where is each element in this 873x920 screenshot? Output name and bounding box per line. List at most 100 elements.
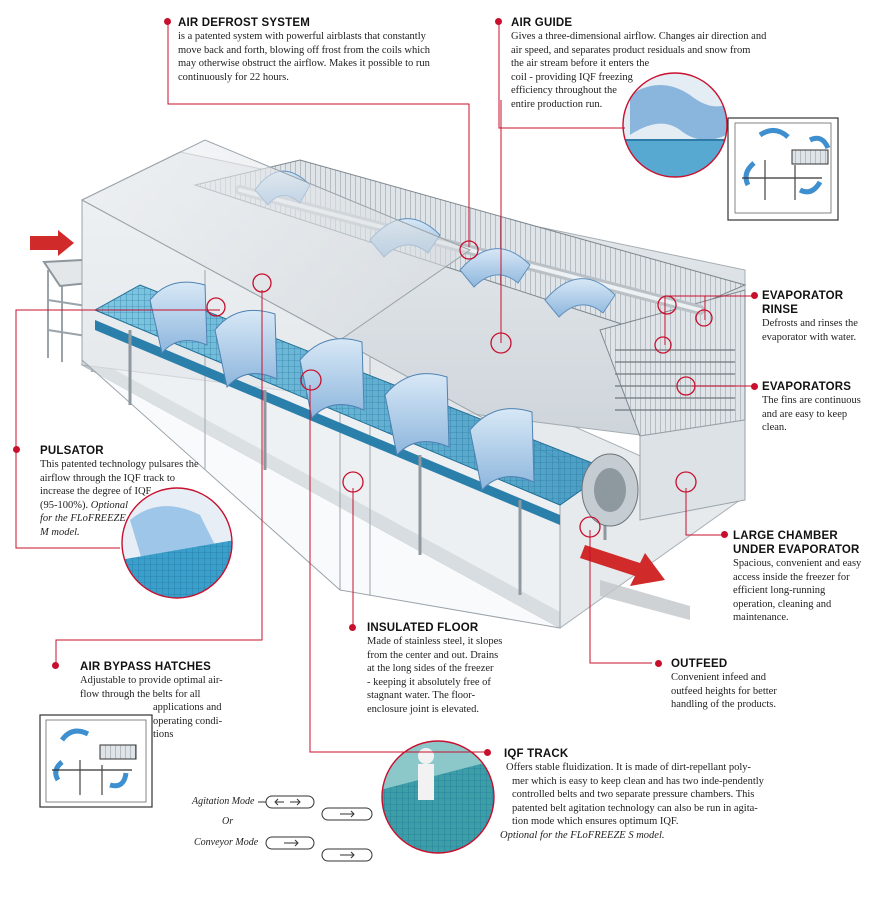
pulsator-dot bbox=[13, 446, 20, 453]
evaporator-rinse-description: Defrosts and rinses the evaporator with … bbox=[762, 317, 872, 344]
iqf-track-title: IQF TRACK bbox=[504, 748, 569, 760]
iqf-track-line: Offers stable fluidization. It is made o… bbox=[506, 762, 752, 773]
air-bypass-callout: AIR BYPASS HATCHES Adjustable to provide… bbox=[80, 660, 260, 742]
evaporator-rinse-title-line: RINSE bbox=[762, 304, 799, 316]
iqf-track-line: tion mode which ensures optimum IQF. bbox=[512, 816, 679, 828]
evaporator-rinse-title-line: EVAPORATOR bbox=[762, 290, 844, 302]
evaporators-line: clean. bbox=[762, 422, 787, 434]
outfeed-dot bbox=[655, 660, 662, 667]
pulsator-line: airflow through the IQF track to bbox=[40, 472, 176, 484]
pulsator-optional: M model. bbox=[40, 526, 80, 538]
air-defrost-line: may otherwise obstruct the airflow. Make… bbox=[178, 58, 430, 70]
large-chamber-description: Spacious, convenient and easy access ins… bbox=[733, 557, 873, 625]
conveyor-mode-diagram bbox=[265, 836, 373, 862]
outfeed-title: OUTFEED bbox=[671, 658, 728, 670]
evaporators-title: EVAPORATORS bbox=[762, 381, 852, 393]
insulated-floor-callout: INSULATED FLOOR Made of stainless steel,… bbox=[367, 621, 517, 717]
iqf-track-dot bbox=[484, 749, 491, 756]
insulated-floor-dot bbox=[349, 624, 356, 631]
outfeed-arrow bbox=[580, 545, 690, 620]
iqf-track-optional: Optional for the FLoFREEZE S model. bbox=[500, 829, 665, 841]
evaporator-rinse-callout: EVAPORATOR RINSE Defrosts and rinses the… bbox=[762, 289, 872, 344]
air-bypass-cross-section bbox=[39, 714, 153, 808]
outfeed-callout: OUTFEED Convenient infeed and outfeed he… bbox=[671, 657, 811, 712]
air-guide-callout: AIR GUIDE Gives a three-dimensional airf… bbox=[511, 16, 791, 112]
air-bypass-line: operating condi- bbox=[153, 715, 223, 727]
air-guide-line: coil - providing IQF freezing bbox=[511, 71, 633, 83]
insulated-floor-title: INSULATED FLOOR bbox=[367, 622, 479, 634]
large-chamber-line: efficient long-running bbox=[733, 585, 826, 597]
pulsator-line: This patented technology pulsares the bbox=[40, 459, 199, 470]
air-guide-line: efficiency throughout the bbox=[511, 85, 617, 97]
air-guide-line: air speed, and separates product residua… bbox=[511, 44, 751, 56]
large-chamber-line: maintenance. bbox=[733, 612, 789, 624]
support-posts bbox=[128, 330, 607, 595]
evaporator-rinse-line: evaporator with water. bbox=[762, 331, 857, 343]
insulated-floor-line: from the center and out. Drains bbox=[367, 649, 499, 661]
evaporators-line: The fins are continuous bbox=[762, 395, 861, 406]
air-bypass-line: flow through the belts for all bbox=[80, 688, 201, 700]
evaporators-dot bbox=[751, 383, 758, 390]
mode-or-label: Or bbox=[222, 816, 234, 827]
large-chamber-panel bbox=[639, 419, 746, 521]
insulated-floor-line: - keeping it absolutely free of bbox=[367, 676, 491, 688]
pulsator-description: This patented technology pulsares the ai… bbox=[40, 458, 210, 540]
callout-markers bbox=[206, 240, 713, 538]
air-defrost-line: is a patented system with powerful airbl… bbox=[178, 31, 426, 42]
iqf-track-callout: IQF TRACK Offers stable fluidization. It… bbox=[500, 747, 790, 843]
insulated-floor-line: Made of stainless steel, it slopes bbox=[367, 636, 503, 647]
air-defrost-dot bbox=[164, 18, 171, 25]
large-chamber-callout: LARGE CHAMBER UNDER EVAPORATOR Spacious,… bbox=[733, 529, 873, 625]
large-chamber-dot bbox=[721, 531, 728, 538]
air-defrost-callout: AIR DEFROST SYSTEM is a patented system … bbox=[178, 16, 458, 84]
air-guide-line: the air stream before it enters the bbox=[511, 58, 650, 70]
insulated-floor-line: at the long sides of the freezer bbox=[367, 663, 494, 675]
iqf-track-description: Offers stable fluidization. It is made o… bbox=[500, 761, 790, 843]
outfeed-line: outfeed heights for better bbox=[671, 685, 777, 697]
outfeed-line: Convenient infeed and bbox=[671, 672, 767, 683]
pulsator-line: (95-100%). bbox=[40, 499, 89, 511]
large-chamber-line: operation, cleaning and bbox=[733, 598, 832, 610]
air-bypass-description: Adjustable to provide optimal air- flow … bbox=[80, 674, 260, 742]
evaporators-line: and are easy to keep bbox=[762, 408, 848, 420]
large-chamber-title-line: UNDER EVAPORATOR bbox=[733, 544, 860, 556]
air-defrost-line: continuously for 22 hours. bbox=[178, 71, 289, 83]
pulsator-optional: Optional bbox=[90, 499, 129, 511]
pulsator-detail-circle bbox=[121, 487, 233, 599]
air-defrost-description: is a patented system with powerful airbl… bbox=[178, 30, 458, 84]
air-guide-detail-circle bbox=[622, 72, 728, 178]
evaporator-rinse-title: EVAPORATOR RINSE bbox=[762, 289, 872, 317]
evaporators-callout: EVAPORATORS The fins are continuous and … bbox=[762, 380, 872, 435]
evaporator-rinse-line: Defrosts and rinses the bbox=[762, 318, 858, 329]
outfeed-line: handling of the products. bbox=[671, 699, 776, 711]
callout-leader-lines bbox=[15, 22, 755, 753]
iqf-track-detail-circle bbox=[381, 740, 495, 854]
agitation-mode-diagram bbox=[258, 795, 373, 821]
air-bypass-dot bbox=[52, 662, 59, 669]
air-guide-title: AIR GUIDE bbox=[511, 17, 573, 29]
large-chamber-line: Spacious, convenient and easy bbox=[733, 558, 862, 569]
large-chamber-title-line: LARGE CHAMBER bbox=[733, 530, 838, 542]
iqf-track-line: patented belt agitation technology can a… bbox=[512, 802, 758, 814]
air-bypass-line: tions bbox=[153, 729, 174, 741]
conveyor-mode-label: Conveyor Mode bbox=[194, 837, 259, 848]
insulated-floor-description: Made of stainless steel, it slopes from … bbox=[367, 635, 517, 717]
air-defrost-line: move back and forth, blowing off frost f… bbox=[178, 44, 431, 56]
air-guide-line: entire production run. bbox=[511, 98, 603, 110]
evaporator-rinse-dot bbox=[751, 292, 758, 299]
insulated-floor-line: stagnant water. The floor- bbox=[367, 690, 476, 702]
agitation-mode-label: Agitation Mode bbox=[192, 796, 255, 807]
large-chamber-title: LARGE CHAMBER UNDER EVAPORATOR bbox=[733, 529, 873, 557]
air-guide-description: Gives a three-dimensional airflow. Chang… bbox=[511, 30, 791, 112]
outfeed-drum bbox=[581, 453, 639, 527]
insulated-floor-line: enclosure joint is elevated. bbox=[367, 703, 479, 715]
pulsator-title: PULSATOR bbox=[40, 445, 104, 457]
air-bypass-line: Adjustable to provide optimal air- bbox=[80, 675, 223, 686]
iqf-track-line: mer which is easy to keep clean and has … bbox=[512, 775, 764, 787]
air-guide-line: Gives a three-dimensional airflow. Chang… bbox=[511, 31, 767, 42]
pulsator-callout: PULSATOR This patented technology pulsar… bbox=[40, 444, 210, 540]
large-chamber-line: access inside the freezer for bbox=[733, 571, 850, 583]
pulsator-line: increase the degree of IQF bbox=[40, 486, 152, 498]
pulsator-hoods bbox=[149, 281, 535, 492]
